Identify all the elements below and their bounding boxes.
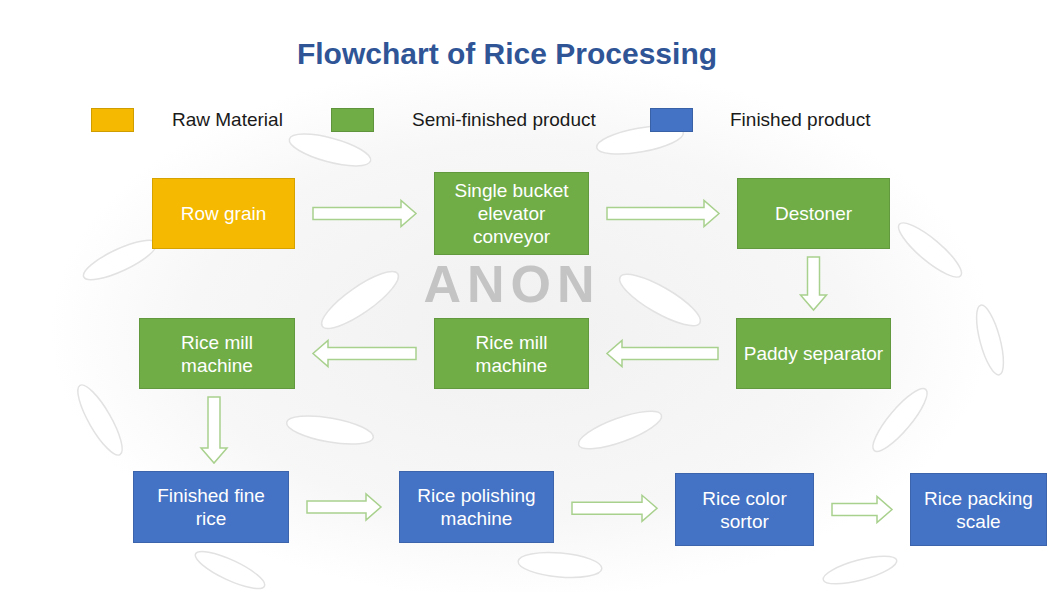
box-text-stack: Rice mill machine (441, 331, 582, 377)
flow-arrow (607, 341, 718, 367)
box-label: Finished fine rice (140, 484, 282, 530)
legend-label: Semi-finished product (412, 108, 596, 132)
box-label: Paddy separator (744, 342, 883, 365)
process-box: Single bucket elevator conveyor (434, 172, 589, 255)
box-text-stack: Rice mill machine (146, 331, 288, 377)
box-label: Single bucket elevator conveyor (441, 179, 582, 248)
watermark-text: ANON (312, 256, 712, 312)
box-text-stack: Destoner (775, 202, 852, 225)
box-label: Destoner (775, 202, 852, 225)
box-text-stack: Rice polishing machine (406, 484, 547, 530)
legend-swatch (650, 108, 693, 132)
box-label: Rice color sortor (682, 487, 807, 533)
box-text-stack: Single bucket elevator conveyor (441, 179, 582, 248)
process-box: Paddy separator (736, 318, 891, 389)
process-box: Rice mill machine (434, 318, 589, 389)
flow-arrow (313, 201, 416, 227)
flow-arrow (801, 257, 827, 310)
legend-swatch (91, 108, 134, 132)
process-box: Rice color sortor (675, 473, 814, 546)
box-label: Rice mill machine (441, 331, 582, 377)
box-label: Rice packing scale (917, 487, 1040, 533)
box-label: Rice polishing machine (406, 484, 547, 530)
process-box: Rice packing scale (910, 473, 1047, 546)
box-text-stack: Row grain (181, 202, 267, 225)
legend-label: Finished product (730, 108, 870, 132)
flow-arrow (607, 201, 719, 227)
box-label: Row grain (181, 202, 267, 225)
process-box: Destoner (737, 178, 890, 249)
box-text-stack: Finished fine rice (140, 484, 282, 530)
flow-arrow (307, 494, 381, 520)
flow-arrow (572, 495, 657, 521)
process-box: Rice mill machine (139, 318, 295, 389)
flow-arrow (832, 497, 892, 523)
box-text-stack: Rice packing scale (917, 487, 1040, 533)
process-box: Finished fine rice (133, 471, 289, 543)
flow-arrow (201, 397, 227, 463)
legend-label: Raw Material (172, 108, 283, 132)
box-text-stack: Rice color sortor (682, 487, 807, 533)
process-box: Row grain (152, 178, 295, 249)
box-label: Rice mill machine (146, 331, 288, 377)
legend-swatch (331, 108, 374, 132)
box-text-stack: Paddy separator (744, 342, 883, 365)
flow-arrow (313, 341, 416, 367)
diagram-title: Flowchart of Rice Processing (0, 36, 1014, 72)
process-box: Rice polishing machine (399, 471, 554, 543)
